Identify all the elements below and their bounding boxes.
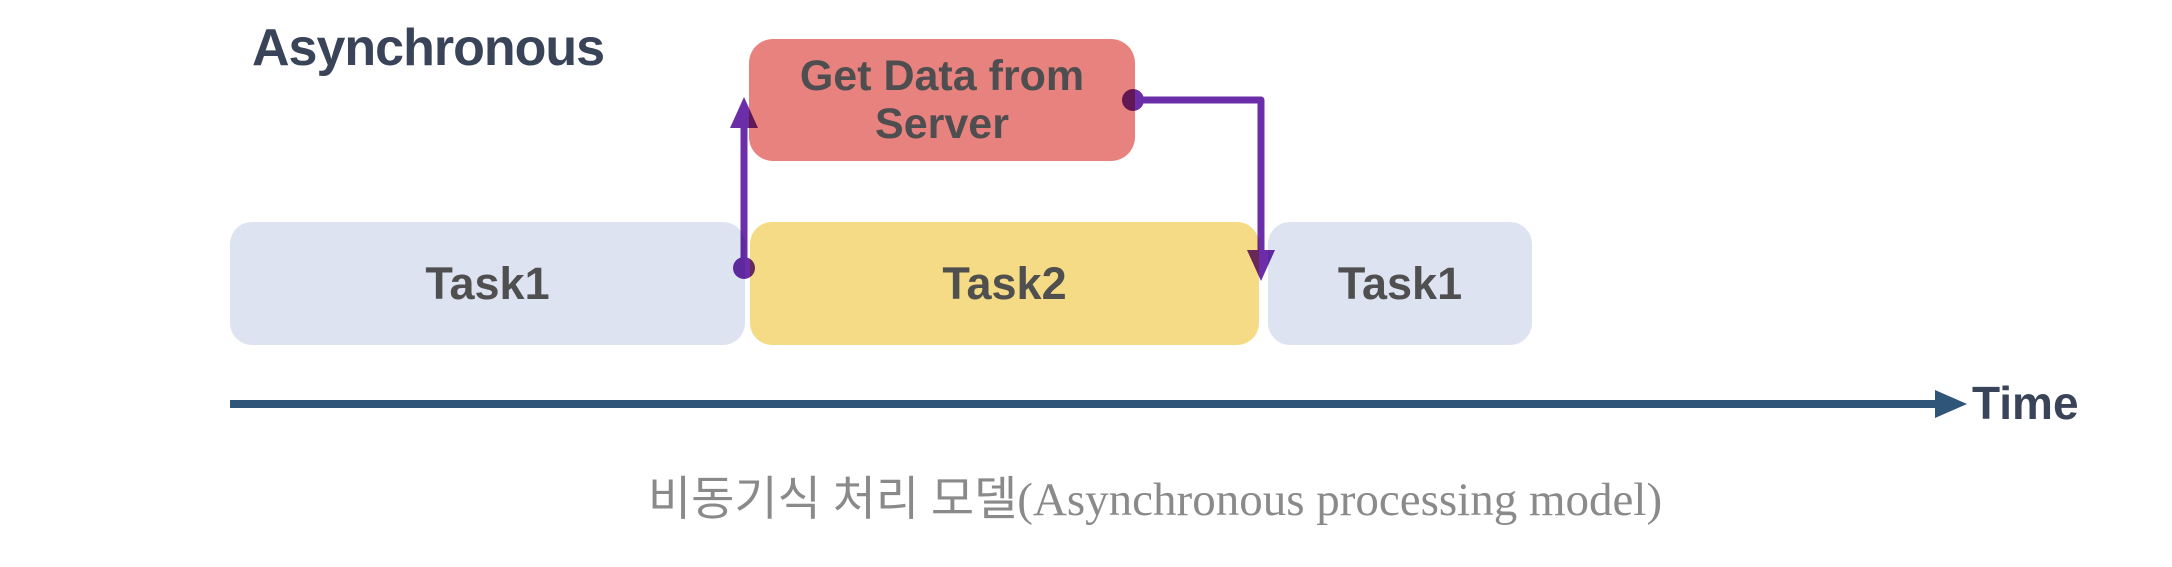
time-axis-label: Time	[1972, 377, 2079, 429]
task1-box-second: Task1	[1268, 222, 1532, 345]
task1-box-first: Task1	[230, 222, 745, 345]
task2-label: Task2	[942, 257, 1067, 309]
task1-label-second: Task1	[1337, 257, 1463, 309]
figure-caption: 비동기식 처리 모델(Asynchronous processing model…	[647, 474, 1663, 526]
get-data-from-server-box: Get Data from Server	[749, 39, 1135, 161]
server-box-label: Get Data from Server	[799, 51, 1085, 148]
time-axis-arrowhead-icon	[1935, 390, 1967, 418]
diagram-title: Asynchronous	[252, 19, 605, 77]
task2-box: Task2	[750, 222, 1259, 345]
task1-label-first: Task1	[425, 257, 550, 309]
